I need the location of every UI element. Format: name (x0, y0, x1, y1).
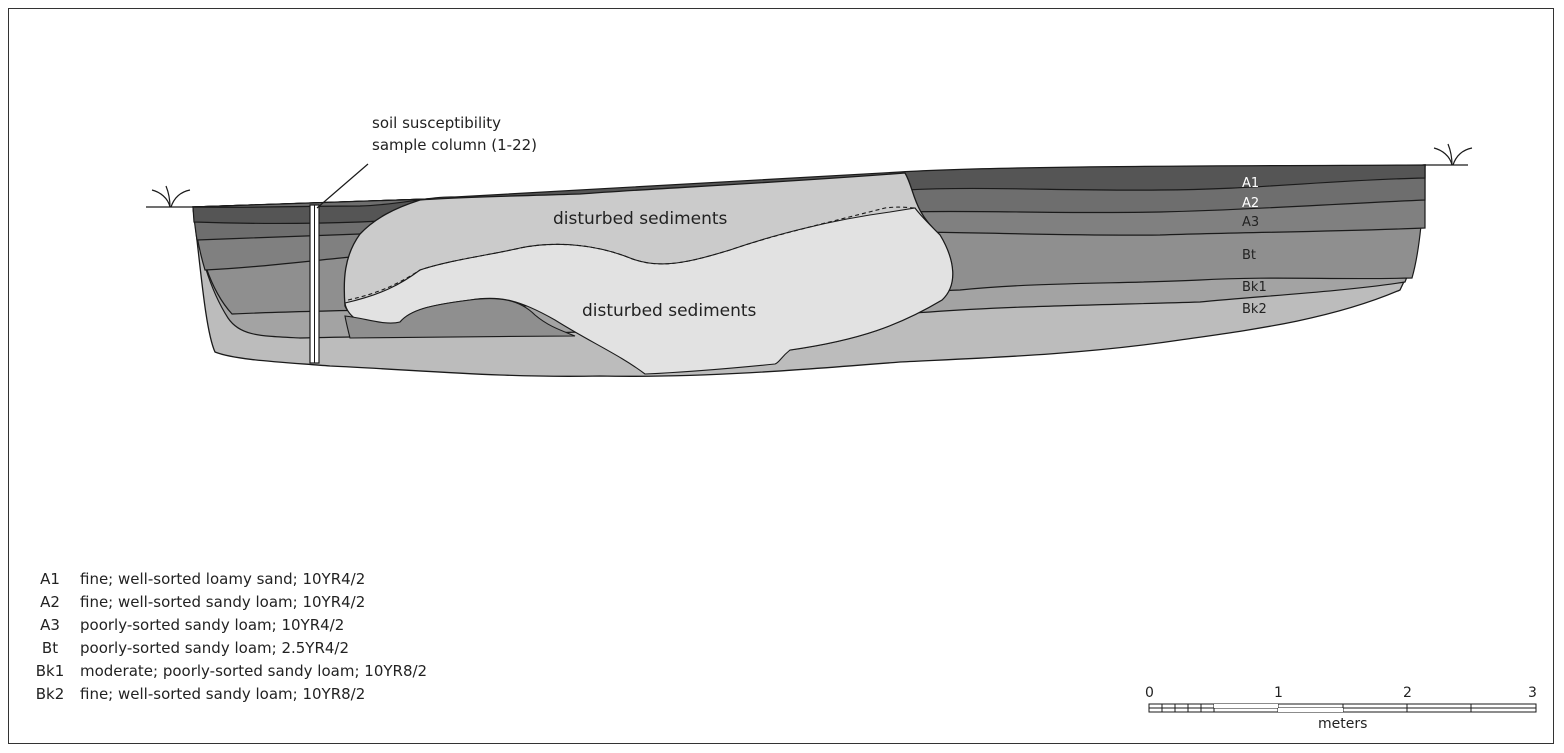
scale-tick-0: 0 (1145, 685, 1154, 701)
diagram-frame (8, 8, 1554, 744)
horizon-label-bk1: Bk1 (1242, 280, 1267, 295)
legend-row: A1 fine; well-sorted loamy sand; 10YR4/2 (30, 568, 427, 591)
legend-code: Bt (41, 639, 59, 657)
scale-unit-label: meters (1318, 716, 1367, 732)
mound-remnant-region (344, 298, 576, 339)
legend-description: fine; well-sorted loamy sand; 10YR4/2 (80, 570, 366, 588)
zone-label-upper: disturbed sediments (553, 209, 728, 229)
callout-text-line2: sample column (1-22) (372, 136, 537, 154)
zone-label-lower: disturbed sediments (582, 301, 757, 321)
legend-code: A3 (40, 616, 60, 634)
legend-code: Bk1 (35, 662, 65, 680)
legend-code: A1 (40, 570, 60, 588)
scale-tick-2: 2 (1403, 685, 1412, 701)
disturbed-boundary-dashed (347, 206, 916, 301)
legend-description: poorly-sorted sandy loam; 10YR4/2 (80, 616, 345, 634)
grass-icon-left (151, 185, 191, 208)
scale-tick-3: 3 (1528, 685, 1537, 701)
legend-description: moderate; poorly-sorted sandy loam; 10YR… (80, 662, 428, 680)
horizon-label-bt: Bt (1242, 248, 1256, 263)
legend-code: Bk2 (35, 685, 65, 703)
legend-row: A2 fine; well-sorted sandy loam; 10YR4/2 (30, 591, 427, 614)
legend-row: Bk1 moderate; poorly-sorted sandy loam; 1… (30, 660, 427, 683)
horizon-label-bk2: Bk2 (1242, 302, 1267, 317)
legend-row: A3 poorly-sorted sandy loam; 10YR4/2 (30, 614, 427, 637)
legend-description: poorly-sorted sandy loam; 2.5YR4/2 (80, 639, 350, 657)
grass-icon-right (1433, 143, 1473, 166)
legend-description: fine; well-sorted sandy loam; 10YR8/2 (80, 685, 366, 703)
legend-row: Bt poorly-sorted sandy loam; 2.5YR4/2 (30, 637, 427, 660)
legend-code: A2 (40, 593, 60, 611)
legend-description: fine; well-sorted sandy loam; 10YR4/2 (80, 593, 366, 611)
scale-tick-1: 1 (1274, 685, 1283, 701)
callout-text-line1: soil susceptibility (372, 114, 501, 132)
legend-row: Bk2 fine; well-sorted sandy loam; 10YR8/2 (30, 683, 427, 706)
callout-leader-line (316, 163, 369, 209)
horizon-label-a1: A1 (1242, 176, 1259, 191)
horizon-label-a3: A3 (1242, 215, 1259, 230)
horizon-label-a2: A2 (1242, 196, 1259, 211)
